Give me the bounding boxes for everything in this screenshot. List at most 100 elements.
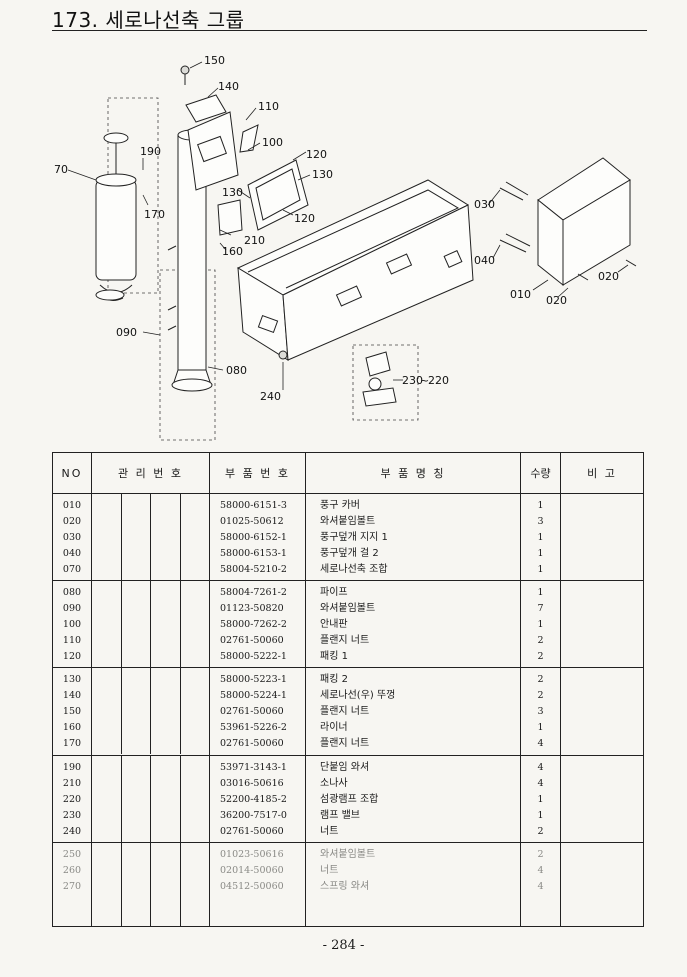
- cell-no-value: 020: [62, 516, 82, 527]
- management-subcell: [151, 494, 181, 580]
- cell-part-name-value: 세로나선축 조합: [320, 564, 388, 575]
- cell-no-value: 260: [62, 864, 82, 876]
- cell-part-name-value: 너트: [320, 825, 339, 837]
- exploded-parts-diagram: 150 140 110 100 190 70 170 120 130 130 1…: [54, 54, 637, 441]
- callout-100: 100: [262, 136, 283, 149]
- cell-note: [560, 580, 644, 668]
- cell-qty-value: 4: [537, 777, 544, 789]
- cell-note: [560, 492, 644, 581]
- cell-part-no-value: 01123-50820: [220, 603, 284, 615]
- cell-qty-value: 1: [537, 722, 544, 734]
- callout-080: 080: [226, 364, 247, 377]
- cell-part-name-value: 플랜지 너트: [320, 738, 370, 750]
- management-subcell: [122, 842, 151, 926]
- cell-no-value: 010: [62, 500, 82, 511]
- cell-no-value: 270: [62, 880, 82, 892]
- callout-110: 110: [258, 100, 279, 113]
- cell-part-no-value: 02761-50060: [220, 738, 284, 750]
- callout-190: 190: [140, 145, 161, 158]
- cell-no-value: 210: [62, 777, 82, 789]
- lamp-assembly: [278, 344, 419, 421]
- callout-090: 090: [116, 326, 137, 339]
- blower-cover: [499, 157, 637, 287]
- cell-part-name-value: 풍구덮개 지지 1: [320, 532, 388, 543]
- cell-management-no: [91, 492, 210, 581]
- callout-130-top: 130: [312, 168, 333, 181]
- parts-table: NO 관 리 번 호 부 품 번 호 부 품 명 칭 수량 비 고 010 020…: [52, 452, 644, 927]
- cell-part-name-value: 패킹 2: [320, 674, 348, 686]
- management-subcell: [122, 494, 151, 580]
- callout-140: 140: [218, 80, 239, 93]
- cell-qty-value: 1: [537, 548, 544, 559]
- cell-no-value: 160: [62, 722, 82, 734]
- cell-qty-value: 1: [537, 619, 544, 631]
- cell-part-name-value: 풍구 카버: [320, 500, 360, 511]
- cell-qty-value: 4: [537, 864, 544, 876]
- management-subcell: [181, 668, 210, 754]
- cell-part-no-value: 36200-7517-0: [220, 809, 287, 821]
- cell-part-name-value: 섬광램프 조합: [320, 793, 379, 805]
- cell-part-no-value: 58000-6151-3: [220, 500, 287, 511]
- cell-management-no: [91, 754, 210, 843]
- cell-qty-value: 1: [537, 793, 544, 805]
- cell-no-value: 240: [62, 825, 82, 837]
- cell-qty-value: 2: [537, 825, 544, 837]
- callout-120-top: 120: [306, 148, 327, 161]
- cell-part-name-value: 세로나선(우) 뚜껑: [320, 690, 396, 702]
- cell-no-value: 100: [62, 619, 82, 631]
- management-subcell: [92, 668, 122, 755]
- cell-part-no-value: 02761-50060: [220, 825, 284, 837]
- cell-part-name-value: 램프 밸브: [320, 809, 360, 821]
- management-subcell: [151, 581, 181, 668]
- cell-part-no-value: 52200-4185-2: [220, 793, 287, 805]
- management-subcell: [181, 581, 210, 667]
- management-subcell: [122, 581, 151, 668]
- callout-160: 160: [222, 245, 243, 258]
- cell-part-no-value: 58000-7262-2: [220, 619, 287, 631]
- cell-part-no-value: 02014-50060: [220, 864, 284, 876]
- cell-management-no: [91, 667, 210, 756]
- cell-qty-value: 4: [537, 761, 544, 773]
- cell-part-no-value: 58000-6152-1: [220, 532, 287, 543]
- title-rule: [52, 30, 647, 31]
- cell-no-value: 040: [62, 548, 82, 559]
- management-subcell: [151, 668, 181, 755]
- cell-part-no-value: 53961-5226-2: [220, 722, 287, 734]
- callout-210: 210: [244, 234, 265, 247]
- cell-management-no: [91, 580, 210, 668]
- cell-qty-value: 7: [537, 603, 544, 615]
- management-subcell: [151, 755, 181, 842]
- callout-150: 150: [204, 54, 225, 67]
- cell-no-value: 120: [62, 651, 82, 663]
- cell-no-value: 110: [62, 635, 82, 647]
- cell-part-name-value: 라이너: [320, 722, 348, 734]
- management-subcell: [181, 494, 210, 580]
- management-subcell: [92, 581, 122, 668]
- cell-no-value: 150: [62, 706, 82, 718]
- management-subcell: [151, 842, 181, 926]
- header-note: 비 고: [560, 452, 644, 494]
- housing-box: [236, 179, 474, 361]
- page-number: - 284 -: [322, 938, 365, 953]
- cell-part-name-value: 스프링 와셔: [320, 880, 370, 892]
- cell-qty-value: 2: [537, 674, 544, 686]
- packing-set: [247, 159, 309, 231]
- cell-part-no-value: 02761-50060: [220, 635, 284, 647]
- cell-no-value: 090: [62, 603, 82, 615]
- management-subcell: [181, 756, 210, 842]
- table-header-row: NO 관 리 번 호 부 품 번 호 부 품 명 칭 수량 비 고: [52, 452, 644, 494]
- callout-030: 030: [474, 198, 495, 211]
- cell-qty-value: 1: [537, 587, 544, 599]
- header-qty: 수량: [520, 452, 561, 494]
